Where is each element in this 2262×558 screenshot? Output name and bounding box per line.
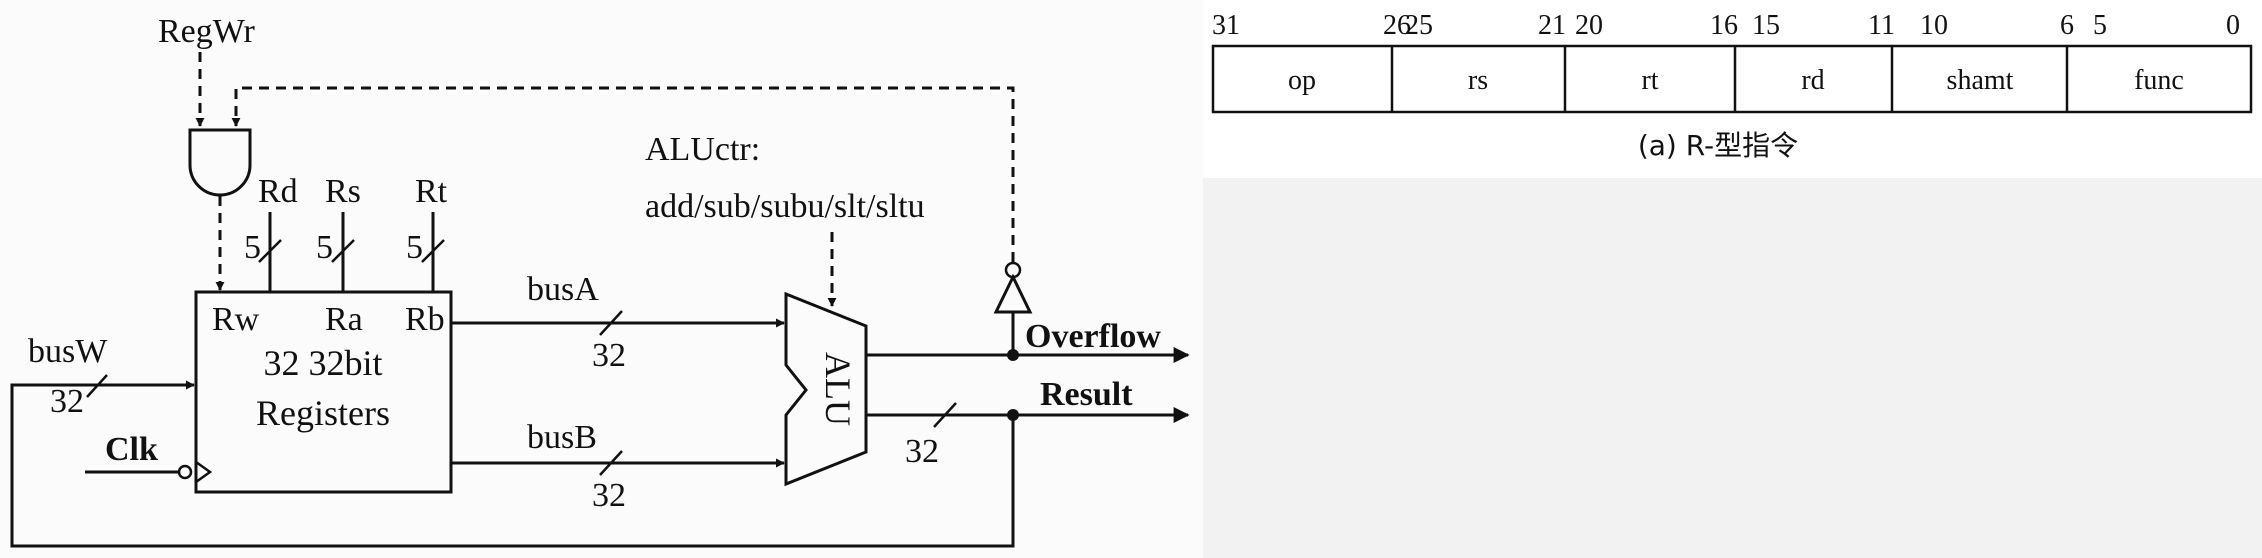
result-label: Result bbox=[1040, 376, 1133, 413]
port-ra-label: Ra bbox=[325, 301, 363, 338]
rs-width-label: 5 bbox=[316, 229, 333, 266]
busw-width-slash bbox=[86, 374, 108, 398]
clk-bubble bbox=[177, 464, 193, 480]
bit-31-label: 31 bbox=[1212, 10, 1240, 41]
inverter bbox=[993, 273, 1033, 314]
field-rt: rt bbox=[1641, 65, 1658, 96]
clk-label: Clk bbox=[105, 431, 158, 468]
rt-width-slash bbox=[421, 239, 445, 263]
result-width-slash bbox=[933, 402, 957, 428]
bit-0-label: 0 bbox=[2226, 10, 2240, 41]
regfile-label-line2: Registers bbox=[256, 393, 390, 433]
busa-width-label: 32 bbox=[592, 337, 626, 374]
rd-label: Rd bbox=[258, 173, 298, 210]
busb-width-label: 32 bbox=[592, 477, 626, 514]
busw-width-label: 32 bbox=[50, 383, 84, 420]
register-file bbox=[194, 290, 453, 494]
bit-21-label: 21 bbox=[1538, 10, 1566, 41]
busb-width-slash bbox=[599, 450, 623, 476]
result-width-label: 32 bbox=[905, 433, 939, 470]
format-box bbox=[1211, 44, 2253, 114]
busb-label: busB bbox=[527, 419, 597, 456]
bit-25-label: 25 bbox=[1405, 10, 1433, 41]
bit-5-label: 5 bbox=[2093, 10, 2107, 41]
busw-line bbox=[10, 380, 1015, 548]
field-rs: rs bbox=[1468, 65, 1488, 96]
regfile-label-line1: 32 32bit bbox=[263, 343, 382, 383]
bit-15-label: 15 bbox=[1752, 10, 1780, 41]
field-func: func bbox=[2134, 65, 2184, 96]
aluctr-label-line1: ALUctr: bbox=[645, 131, 760, 168]
rs-width-slash bbox=[331, 239, 355, 263]
port-rw-label: Rw bbox=[212, 301, 260, 338]
port-rb-label: Rb bbox=[405, 301, 445, 338]
busw-label: busW bbox=[28, 333, 108, 370]
bit-20-label: 20 bbox=[1575, 10, 1603, 41]
overflow-feedback-line bbox=[231, 86, 1015, 262]
and-gate bbox=[188, 128, 252, 197]
field-rd: rd bbox=[1801, 65, 1824, 96]
regwr-label: RegWr bbox=[158, 13, 255, 50]
rt-label: Rt bbox=[415, 173, 448, 210]
bit-6-label: 6 bbox=[2060, 10, 2074, 41]
busa-label: busA bbox=[527, 271, 599, 308]
field-shamt: shamt bbox=[1947, 65, 2014, 96]
aluctr-label-line2: add/sub/subu/slt/sltu bbox=[645, 188, 925, 225]
busa-width-slash bbox=[599, 310, 623, 336]
overflow-label: Overflow bbox=[1025, 318, 1161, 355]
field-op: op bbox=[1288, 65, 1316, 96]
rd-width-slash bbox=[258, 239, 282, 263]
rd-width-label: 5 bbox=[244, 229, 261, 266]
rs-label: Rs bbox=[325, 173, 361, 210]
result-junction-dot bbox=[1007, 409, 1019, 421]
r-type-format: 31 26 25 21 20 16 15 11 10 6 5 0 op rs r… bbox=[1211, 10, 2253, 162]
inverter-bubble bbox=[1004, 261, 1022, 279]
format-caption: (a) R-型指令 bbox=[1638, 129, 1798, 162]
alu-label: ALU bbox=[818, 352, 858, 426]
rt-width-label: 5 bbox=[406, 229, 423, 266]
bit-26-label: 26 bbox=[1383, 10, 1411, 41]
blank-area bbox=[1203, 178, 2262, 558]
bit-10-label: 10 bbox=[1920, 10, 1948, 41]
bit-11-label: 11 bbox=[1868, 10, 1895, 41]
alu bbox=[784, 291, 868, 487]
clk-edge-triangle bbox=[195, 460, 213, 484]
bit-16-label: 16 bbox=[1710, 10, 1738, 41]
